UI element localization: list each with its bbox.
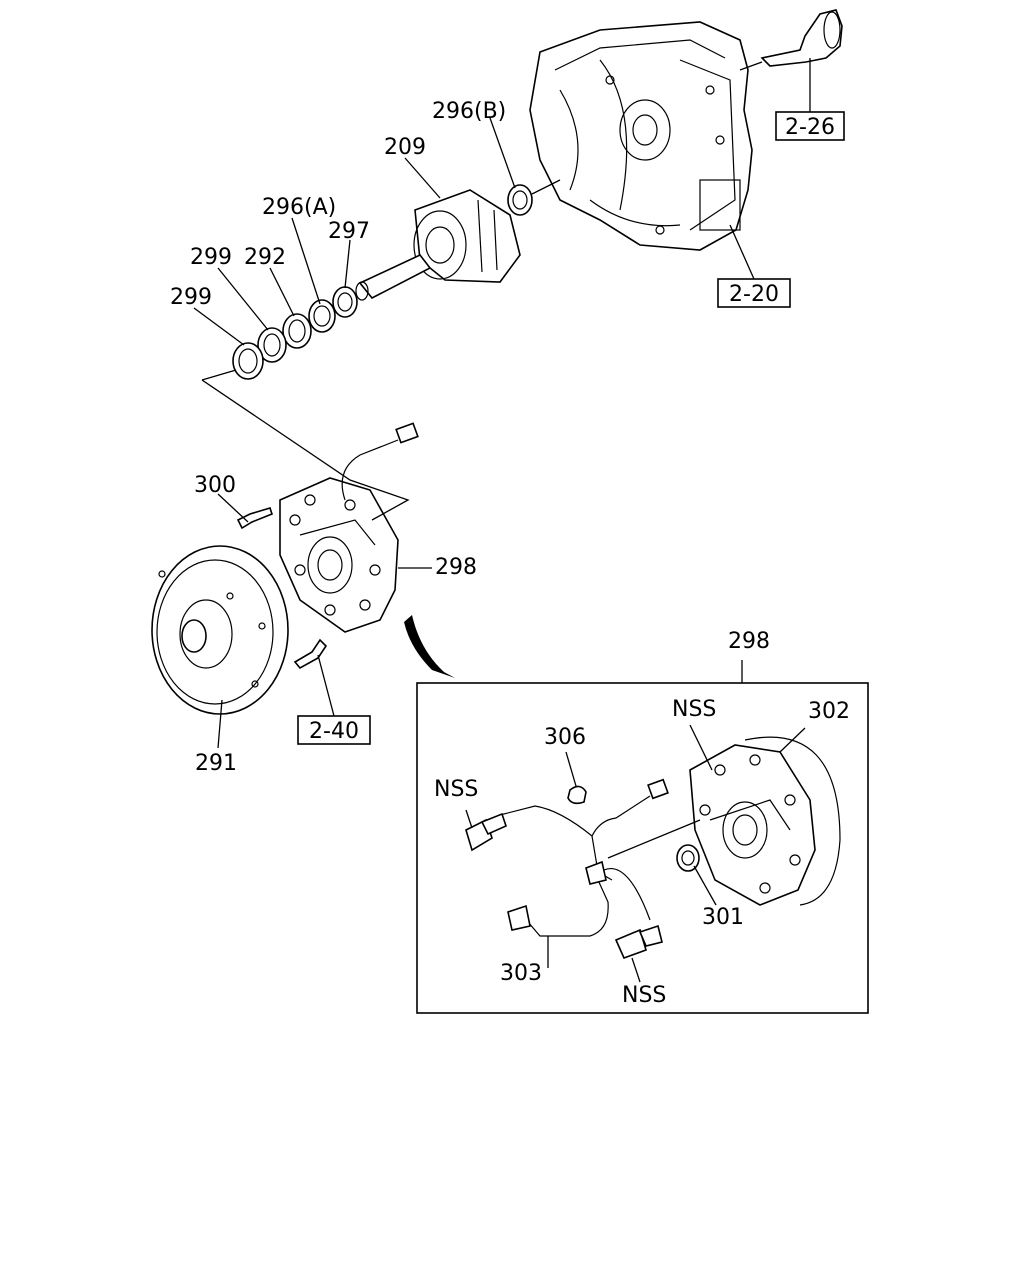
pump-shaft-209 — [355, 189, 521, 301]
label-299-upper: 299 — [190, 245, 232, 270]
ref-2-20-label: 2-20 — [729, 282, 779, 307]
seal-rings — [232, 179, 561, 380]
label-297: 297 — [328, 219, 370, 244]
label-303: 303 — [500, 961, 542, 986]
label-nss-bottom: NSS — [622, 983, 666, 1008]
label-302: 302 — [808, 699, 850, 724]
label-291: 291 — [195, 751, 237, 776]
label-296b: 296(B) — [432, 99, 506, 124]
torque-converter-291 — [151, 545, 289, 749]
ref-box-2-26[interactable]: 2-26 — [775, 111, 845, 141]
ring-296a — [308, 299, 336, 333]
ring-292 — [282, 313, 312, 349]
label-306: 306 — [544, 725, 586, 750]
label-nss-left: NSS — [434, 777, 478, 802]
label-nss-pump: NSS — [672, 697, 716, 722]
ref-box-2-20[interactable]: 2-20 — [717, 278, 791, 308]
label-298: 298 — [435, 555, 477, 580]
ring-299a — [257, 327, 287, 363]
transmission-housing — [529, 9, 843, 251]
ring-299b — [232, 342, 264, 380]
ref-2-40-label: 2-40 — [309, 719, 359, 744]
label-300: 300 — [194, 473, 236, 498]
label-292: 292 — [244, 245, 286, 270]
inset-detail — [416, 660, 869, 1014]
label-296a: 296(A) — [262, 195, 336, 220]
ring-296b — [507, 184, 533, 216]
label-209: 209 — [384, 135, 426, 160]
ref-box-2-40[interactable]: 2-40 — [297, 715, 371, 745]
label-301: 301 — [702, 905, 744, 930]
label-299-lower: 299 — [170, 285, 212, 310]
ref-2-26-label: 2-26 — [785, 115, 835, 140]
ring-297 — [332, 286, 358, 318]
label-298-inset: 298 — [728, 629, 770, 654]
oil-pump-298 — [201, 369, 455, 678]
